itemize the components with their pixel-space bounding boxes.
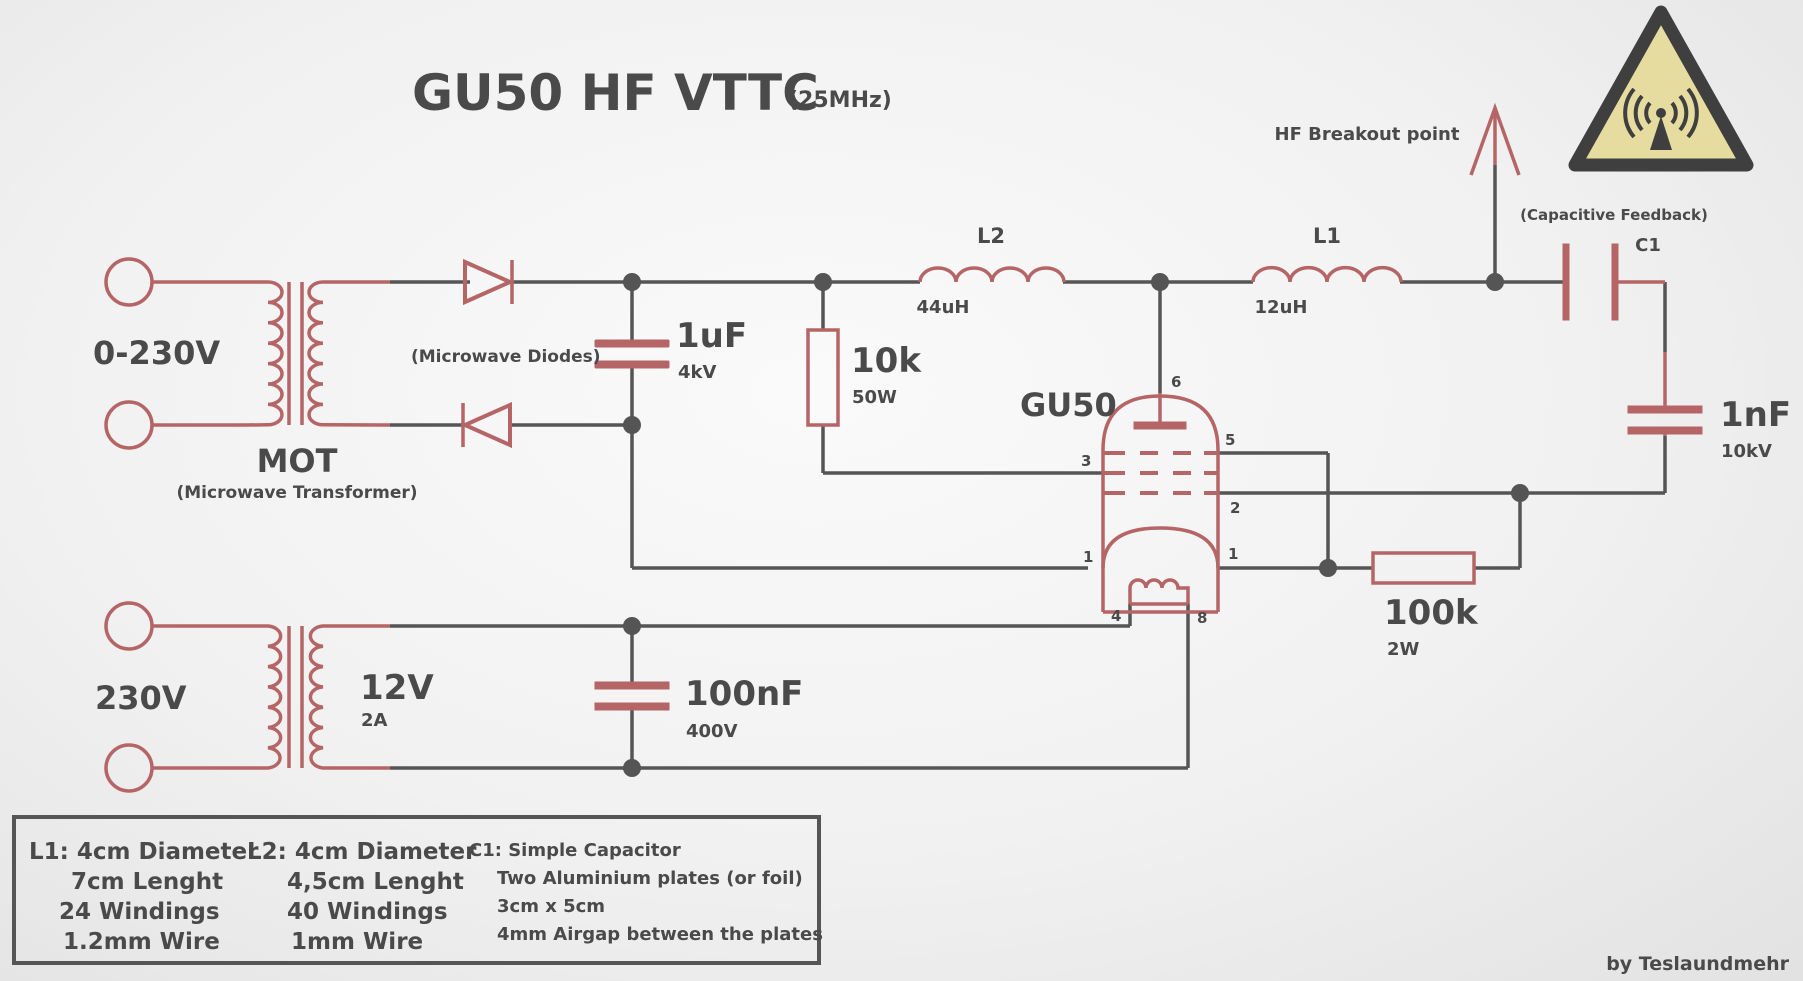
input-voltage-label: 0-230V [93, 334, 220, 372]
note-line: 1mm Wire [291, 929, 424, 955]
filament-transformer [248, 624, 390, 770]
mot-description: (Microwave Transformer) [176, 483, 417, 503]
pin-label: 3 [1081, 452, 1091, 470]
mot-transformer [247, 280, 391, 427]
diode-upper [463, 258, 515, 306]
mains-terminals [104, 601, 248, 793]
capacitor-1nf [1627, 352, 1703, 436]
tube-label: GU50 [1020, 386, 1117, 424]
resistor-10k [806, 328, 840, 427]
diodes-label: (Microwave Diodes) [411, 347, 601, 367]
hf-breakout-label: HF Breakout point [1275, 124, 1460, 145]
capacitor-1uf [594, 339, 670, 369]
capacitor-c1 [1562, 243, 1665, 321]
pin-label: 4 [1111, 607, 1121, 625]
note-line: 24 Windings [59, 899, 220, 925]
l1-name: L1 [1313, 224, 1341, 248]
res2-rating: 2W [1387, 639, 1420, 660]
cap1-rating: 4kV [678, 362, 716, 383]
note-line: C1: Simple Capacitor [469, 840, 681, 861]
page-subtitle: (25MHz) [788, 88, 892, 113]
notes-l2: L2: 4cm Diameter 4,5cm Lenght 40 Winding… [247, 837, 476, 957]
pin-label: 5 [1225, 431, 1235, 449]
cap3-rating: 400V [686, 721, 738, 742]
notes-c1: C1: Simple Capacitor Two Aluminium plate… [469, 837, 823, 949]
pin-label: 6 [1171, 373, 1181, 391]
cap2-value: 1nF [1720, 395, 1791, 435]
note-line: 40 Windings [287, 899, 448, 925]
note-line: 4,5cm Lenght [287, 869, 464, 895]
notes-l1: L1: 4cm Diameter 7cm Lenght 24 Windings … [29, 837, 258, 957]
l2-name: L2 [977, 224, 1005, 248]
note-line: 4mm Airgap between the plates [497, 924, 823, 945]
pin-label: 1 [1228, 545, 1238, 563]
inductor-l2 [918, 266, 1066, 283]
res1-value: 10k [851, 341, 922, 381]
res2-value: 100k [1384, 593, 1479, 633]
pin-label: 1 [1083, 548, 1093, 566]
cap3-value: 100nF [685, 674, 803, 714]
capacitive-feedback-label: (Capacitive Feedback) [1520, 206, 1708, 224]
fil-current-label: 2A [361, 710, 388, 731]
capacitor-100nf [594, 681, 670, 711]
note-line: Two Aluminium plates (or foil) [497, 868, 803, 889]
inductor-l1 [1251, 265, 1403, 283]
l2-value: 44uH [917, 297, 970, 318]
author-credit: by Teslaundmehr [1606, 953, 1789, 975]
input-terminals [104, 257, 248, 450]
mains-voltage-label: 230V [95, 679, 187, 717]
note-line: 1.2mm Wire [63, 929, 220, 955]
note-line: L2: 4cm Diameter [247, 839, 477, 865]
antenna-arrow-icon [1469, 102, 1521, 176]
pin-label: 2 [1230, 499, 1240, 517]
gu50-tube [1101, 393, 1220, 614]
diode-lower [460, 401, 512, 449]
pin-label: 8 [1197, 609, 1207, 627]
warning-triangle-rf-icon [1568, 5, 1754, 172]
coil-notes-box: L1: 4cm Diameter 7cm Lenght 24 Windings … [12, 815, 823, 965]
l1-value: 12uH [1255, 297, 1308, 318]
page-title: GU50 HF VTTC [412, 64, 819, 122]
resistor-100k [1371, 551, 1476, 585]
res1-rating: 50W [852, 387, 897, 408]
cap2-rating: 10kV [1721, 441, 1772, 462]
mot-label: MOT [257, 442, 338, 480]
fil-voltage-label: 12V [360, 668, 434, 708]
c1-name: C1 [1635, 235, 1661, 256]
note-line: 7cm Lenght [71, 869, 224, 895]
note-line: 3cm x 5cm [497, 896, 606, 917]
note-line: L1: 4cm Diameter [29, 839, 259, 865]
cap1-value: 1uF [676, 316, 747, 356]
